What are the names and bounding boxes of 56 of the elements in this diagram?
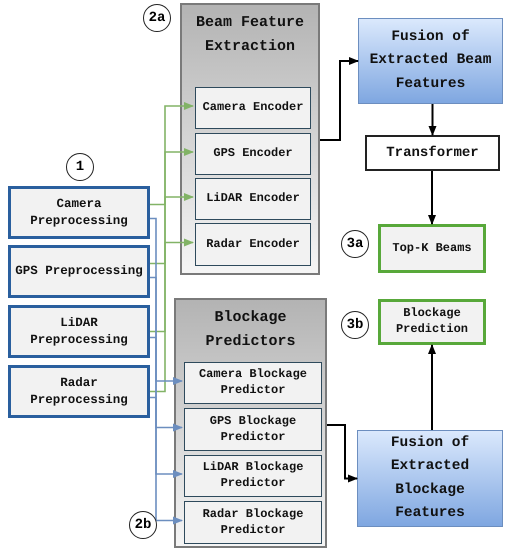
arrow <box>428 344 436 430</box>
box-label: Blockage Prediction <box>394 306 469 338</box>
step-number: 2a <box>143 4 171 32</box>
arrow <box>150 336 183 478</box>
process-box <box>184 408 322 451</box>
arrow <box>150 396 183 524</box>
process-box <box>8 245 150 298</box>
arrow <box>150 148 194 264</box>
arrow <box>150 276 183 432</box>
process-box <box>184 501 322 544</box>
step-number: 1 <box>66 153 94 181</box>
box-label: Fusion of Extracted Beam Features <box>368 28 492 94</box>
arrow <box>150 102 194 206</box>
box-label: Radar Preprocessing <box>29 375 129 408</box>
box-label: Radar Blockage Predictor <box>202 506 304 538</box>
box-label: Camera Preprocessing <box>29 196 129 229</box>
process-box <box>184 455 322 497</box>
process-box <box>357 430 503 527</box>
step-number: 2b <box>129 511 157 539</box>
arrow <box>428 104 436 136</box>
process-box <box>8 186 150 239</box>
box-label: GPS Blockage Predictor <box>208 414 298 446</box>
process-box <box>195 87 311 129</box>
process-box <box>184 362 322 404</box>
process-box <box>378 224 486 273</box>
arrow <box>327 424 358 482</box>
process-box <box>358 18 503 104</box>
step-number: 3b <box>341 311 369 339</box>
step-number: 3a <box>341 230 369 258</box>
process-box <box>378 299 486 345</box>
arrow <box>428 171 436 225</box>
arrow <box>150 238 194 392</box>
group-title: Beam Feature Extraction <box>194 13 306 57</box>
group-panel <box>174 298 327 548</box>
box-label: LiDAR Preprocessing <box>29 315 129 348</box>
box-label: GPS Encoder <box>213 146 293 162</box>
box-label: Camera Encoder <box>202 100 304 116</box>
box-label: LiDAR Encoder <box>206 191 300 207</box>
process-box <box>195 133 311 175</box>
process-box <box>195 178 311 220</box>
box-label: Camera Blockage Predictor <box>198 367 308 399</box>
box-label: Fusion of Extracted Blockage Features <box>390 434 470 523</box>
process-box <box>365 135 500 171</box>
process-box <box>8 305 150 358</box>
box-label: Transformer <box>386 144 479 162</box>
process-box <box>8 365 150 418</box>
group-panel <box>180 3 320 275</box>
group-title: Blockage Predictors <box>204 308 296 352</box>
arrow <box>150 193 194 332</box>
arrow <box>150 218 183 385</box>
arrow <box>320 57 359 141</box>
box-label: LiDAR Blockage Predictor <box>202 460 304 492</box>
box-label: Radar Encoder <box>206 236 300 252</box>
box-label: GPS Preprocessing <box>15 263 143 280</box>
process-box <box>195 223 311 266</box>
box-label: Top-K Beams <box>392 240 472 256</box>
